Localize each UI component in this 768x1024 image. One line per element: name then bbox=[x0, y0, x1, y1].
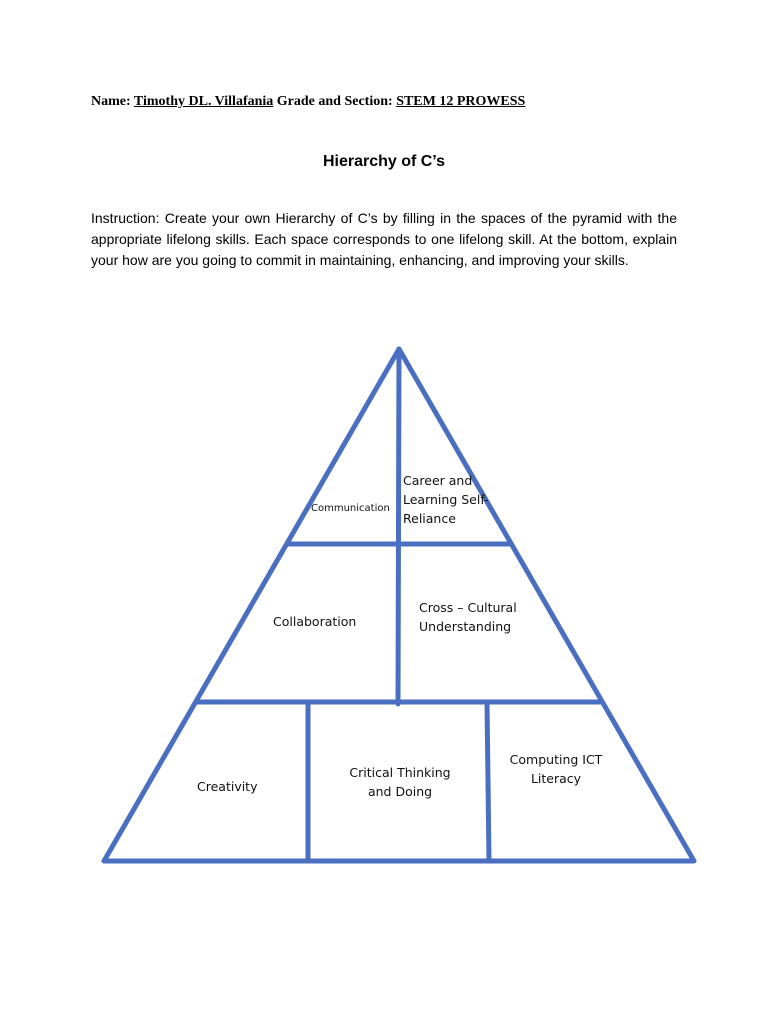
cell-collaboration: Collaboration bbox=[273, 614, 357, 629]
pyramid-vertical-bottom-right bbox=[484, 699, 492, 864]
page-title: Hierarchy of C’s bbox=[322, 153, 446, 170]
cell-computing-line-2: Literacy bbox=[530, 771, 582, 786]
grade-section-value: STEM 12 PROWESS bbox=[396, 94, 526, 109]
cell-critical-thinking: Critical Thinking and Doing bbox=[330, 763, 470, 801]
name-label: Name: bbox=[91, 94, 131, 109]
pyramid-outline bbox=[101, 346, 697, 864]
student-name: Timothy DL. Villafania bbox=[133, 94, 274, 109]
cell-career-learning: Career and Learning Self- Reliance bbox=[403, 471, 489, 528]
cell-creativity: Creativity bbox=[197, 779, 258, 794]
section-label: Grade and Section: bbox=[276, 94, 393, 109]
instruction-paragraph: Instruction: Create your own Hierarchy o… bbox=[91, 210, 677, 268]
cell-communication: Communication bbox=[311, 503, 390, 514]
cell-cross-line-1: Cross – Cultural bbox=[419, 600, 517, 615]
cell-computing-ict: Computing ICT Literacy bbox=[496, 750, 616, 788]
cell-cross-cultural: Cross – Cultural Understanding bbox=[419, 598, 517, 636]
pyramid-vertical-center bbox=[395, 346, 402, 707]
student-info-line: Name: Timothy DL. Villafania Grade and S… bbox=[91, 94, 525, 110]
cell-career-line-1: Career and bbox=[403, 473, 473, 488]
cell-career-line-3: Reliance bbox=[403, 511, 456, 526]
cell-cross-line-2: Understanding bbox=[419, 619, 512, 634]
cell-career-line-2: Learning Self- bbox=[403, 492, 489, 507]
cell-computing-line-1: Computing ICT bbox=[509, 752, 603, 767]
cell-critical-line-1: Critical Thinking bbox=[349, 765, 451, 780]
cell-critical-line-2: and Doing bbox=[367, 784, 433, 799]
